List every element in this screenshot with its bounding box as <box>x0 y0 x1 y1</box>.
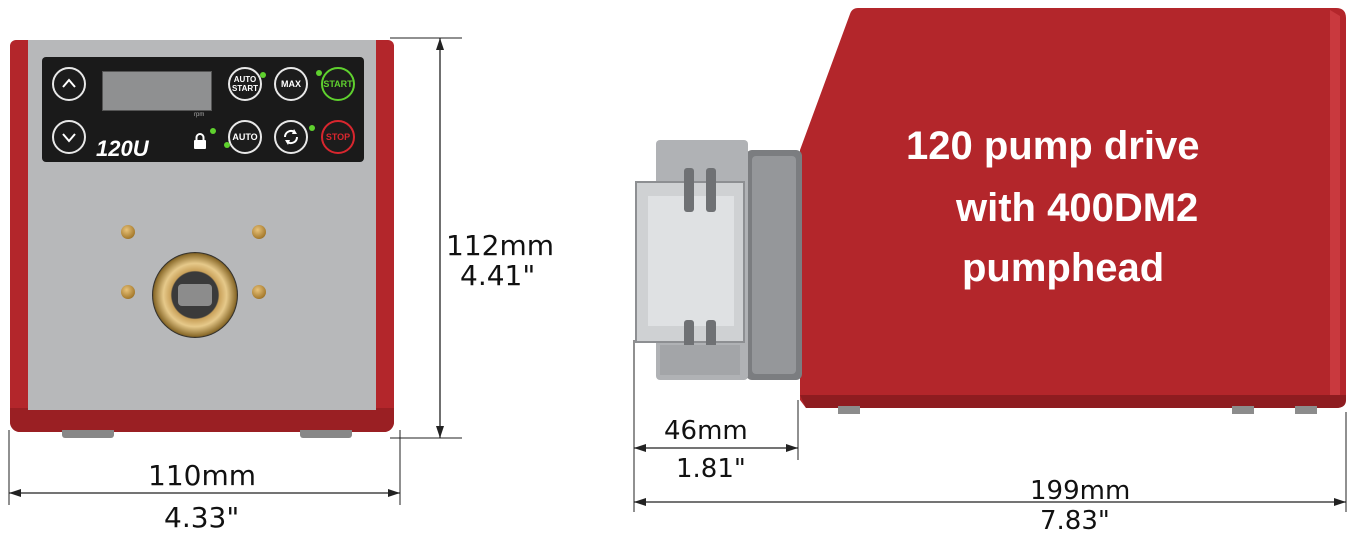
auto-led <box>224 142 230 148</box>
front-width-in: 4.33" <box>164 501 240 534</box>
side-title-line1: 120 pump drive <box>906 124 1200 168</box>
pumphead-length-mm: 46mm <box>664 416 748 446</box>
auto-start-led <box>260 72 266 78</box>
front-height-mm: 112mm <box>446 229 554 262</box>
front-housing-base <box>10 408 394 432</box>
direction-button[interactable] <box>274 120 308 154</box>
mount-screw-bottom-left <box>121 285 135 299</box>
mount-screw-top-right <box>252 225 266 239</box>
front-foot-left <box>62 430 114 438</box>
auto-start-button[interactable]: AUTO START <box>228 67 262 101</box>
mount-screw-bottom-right <box>252 285 266 299</box>
front-width-mm: 110mm <box>148 459 256 492</box>
up-button[interactable] <box>52 67 86 101</box>
pumphead-length-in: 1.81" <box>676 454 746 484</box>
front-height-in: 4.41" <box>460 259 536 292</box>
total-length-mm: 199mm <box>1030 476 1131 506</box>
lock-led <box>210 128 216 134</box>
start-button[interactable]: START <box>321 67 355 101</box>
mount-screw-top-left <box>121 225 135 239</box>
total-length-in: 7.83" <box>1040 506 1110 536</box>
chevron-down-icon <box>62 133 76 143</box>
side-title-line3: pumphead <box>962 246 1165 290</box>
rpm-unit: rpm <box>194 112 205 118</box>
rotate-direction-icon <box>283 129 299 145</box>
lock-icon <box>194 133 206 149</box>
direction-led <box>309 125 315 131</box>
drive-shaft <box>178 284 212 306</box>
lcd-display <box>102 71 212 111</box>
down-button[interactable] <box>52 120 86 154</box>
chevron-up-icon <box>62 78 76 88</box>
auto-button[interactable]: AUTO <box>228 120 262 154</box>
front-dimension-lines <box>8 37 462 505</box>
start-led <box>316 70 322 76</box>
max-button[interactable]: MAX <box>274 67 308 101</box>
side-title-line2: with 400DM2 <box>956 186 1199 230</box>
front-foot-right <box>300 430 352 438</box>
model-label: 120U <box>96 136 149 161</box>
stop-button[interactable]: STOP <box>321 120 355 154</box>
